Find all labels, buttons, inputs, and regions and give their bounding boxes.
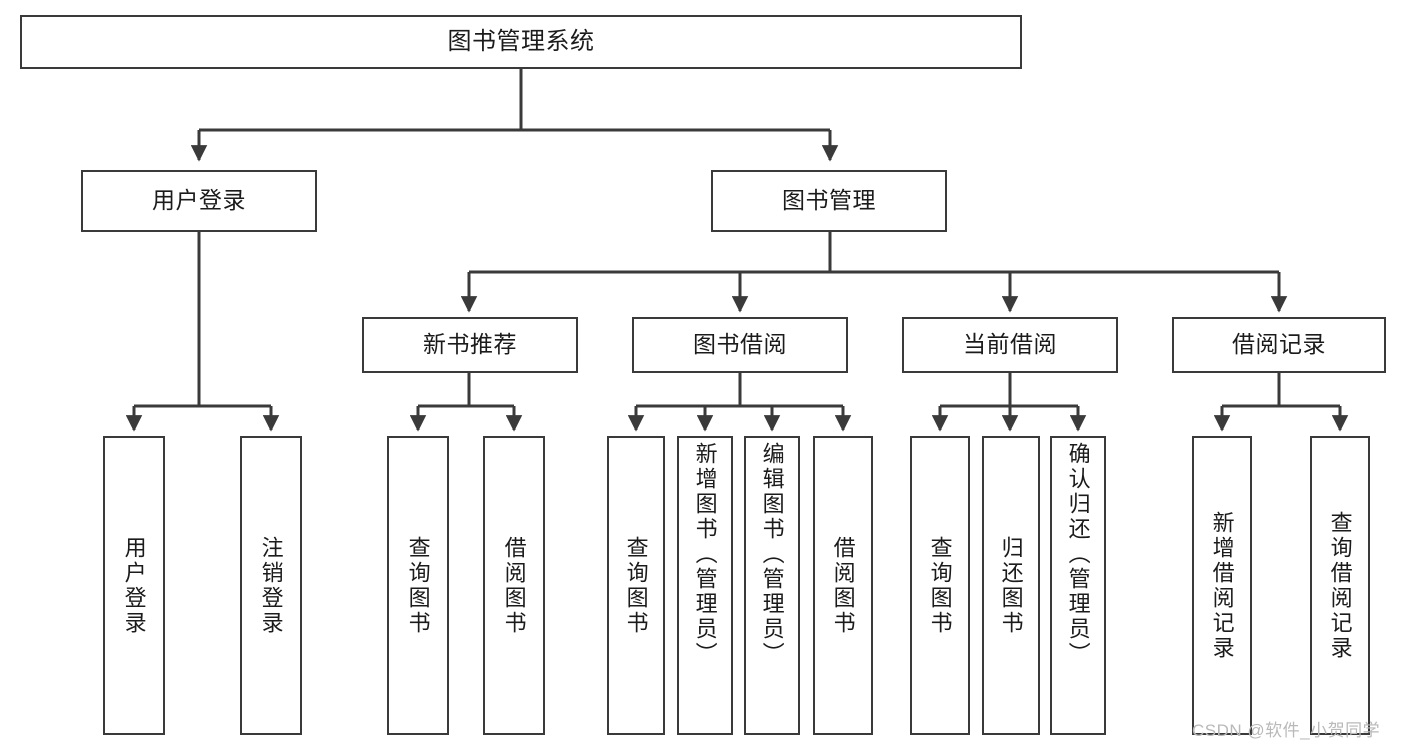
node-label: 图书管理 [782, 187, 876, 214]
node-label: 图书借阅 [693, 331, 787, 358]
node-label: 查询图书 [927, 535, 953, 636]
node-label: 当前借阅 [963, 331, 1057, 358]
node-book-borrow[interactable]: 图书借阅 [632, 317, 848, 373]
node-leaf-add-book-admin[interactable]: 新增图书（管理员） [677, 436, 733, 735]
node-label: 用户登录 [152, 187, 246, 214]
node-label: 图书管理系统 [447, 27, 595, 55]
node-user-login[interactable]: 用户登录 [81, 170, 317, 232]
node-book-management[interactable]: 图书管理 [711, 170, 947, 232]
node-label: 归还图书 [998, 535, 1024, 636]
node-leaf-query-borrow-record[interactable]: 查询借阅记录 [1310, 436, 1370, 735]
node-leaf-return-book[interactable]: 归还图书 [982, 436, 1040, 735]
node-leaf-add-borrow-record[interactable]: 新增借阅记录 [1192, 436, 1252, 735]
node-leaf-query-book-current[interactable]: 查询图书 [910, 436, 970, 735]
node-new-book-recommend[interactable]: 新书推荐 [362, 317, 578, 373]
node-leaf-borrow-book[interactable]: 借阅图书 [813, 436, 873, 735]
node-leaf-logout-login[interactable]: 注销登录 [240, 436, 302, 735]
node-leaf-confirm-return-admin[interactable]: 确认归还（管理员） [1050, 436, 1106, 735]
node-leaf-user-login[interactable]: 用户登录 [103, 436, 165, 735]
node-label: 注销登录 [258, 535, 284, 636]
node-label: 查询图书 [405, 535, 431, 636]
node-label: 新增图书（管理员） [692, 442, 718, 667]
node-label: 新书推荐 [423, 331, 517, 358]
node-leaf-edit-book-admin[interactable]: 编辑图书（管理员） [744, 436, 800, 735]
node-label: 用户登录 [121, 535, 147, 636]
node-label: 借阅记录 [1232, 331, 1326, 358]
node-leaf-query-book-recommend[interactable]: 查询图书 [387, 436, 449, 735]
node-label: 查询借阅记录 [1327, 510, 1353, 661]
node-leaf-borrow-book-recommend[interactable]: 借阅图书 [483, 436, 545, 735]
node-leaf-query-book-borrow[interactable]: 查询图书 [607, 436, 665, 735]
node-label: 编辑图书（管理员） [759, 442, 785, 667]
node-current-borrow[interactable]: 当前借阅 [902, 317, 1118, 373]
node-label: 确认归还（管理员） [1065, 442, 1091, 667]
node-label: 借阅图书 [501, 535, 527, 636]
node-root-book-management-system[interactable]: 图书管理系统 [20, 15, 1022, 69]
csdn-watermark: CSDN @软件_小贺同学 [1192, 721, 1381, 740]
node-label: 查询图书 [623, 535, 649, 636]
node-borrow-record[interactable]: 借阅记录 [1172, 317, 1386, 373]
node-label: 借阅图书 [830, 535, 856, 636]
node-label: 新增借阅记录 [1209, 510, 1235, 661]
